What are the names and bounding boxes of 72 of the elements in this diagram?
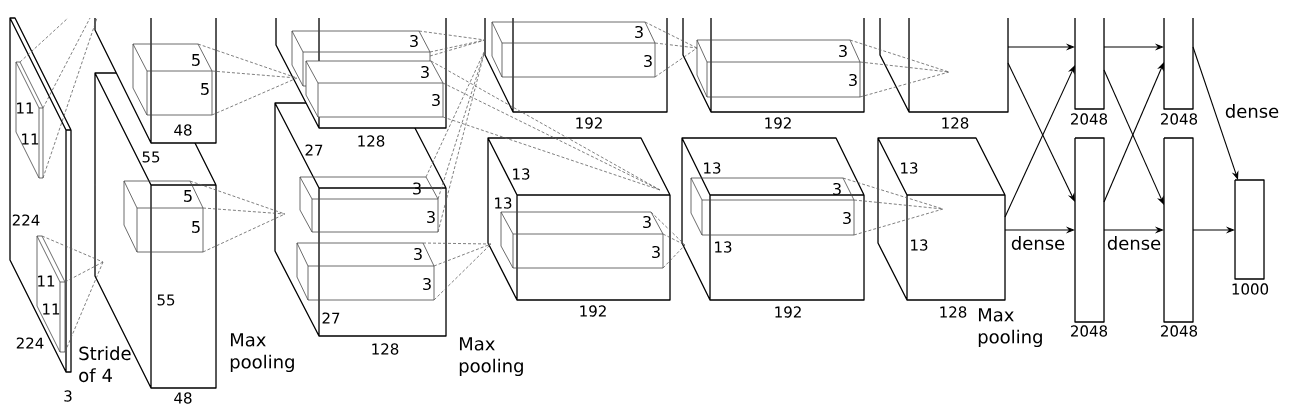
- dimension-label: 3: [414, 247, 422, 261]
- dimension-label: 2048: [1161, 113, 1198, 125]
- dimension-label: 5: [192, 54, 200, 66]
- arrow: [1007, 62, 1075, 202]
- dimension-label: 27: [305, 144, 323, 156]
- dimension-label: 11: [17, 102, 34, 114]
- dimension-label: 192: [576, 117, 602, 129]
- projection-lines: [197, 43, 298, 116]
- dimension-label: 11: [22, 133, 39, 145]
- dimension-label: 2048: [1161, 325, 1198, 337]
- projection-lines: [842, 177, 944, 236]
- dimension-label: 128: [940, 306, 967, 318]
- edge-label: dense: [1009, 235, 1067, 251]
- dimension-label: 13: [704, 162, 721, 174]
- dimension-label: 1000: [1232, 283, 1269, 295]
- dimension-label: 3: [833, 182, 841, 196]
- dimension-label: 3: [849, 73, 857, 87]
- dimension-label: 3: [644, 54, 652, 68]
- dimension-label: 55: [142, 151, 160, 163]
- dimension-label: 192: [580, 305, 606, 317]
- dimension-label: 3: [427, 210, 435, 224]
- projection-lines: [430, 60, 661, 191]
- dimension-label: 2048: [1071, 325, 1108, 337]
- arrow: [1192, 46, 1239, 180]
- dimension-label: 5: [184, 190, 192, 202]
- projection-lines: [849, 39, 950, 98]
- dimension-label: 3: [421, 65, 429, 79]
- projection-lines: [422, 242, 492, 301]
- dimension-label: 3: [432, 93, 440, 107]
- dimension-label: 48: [174, 124, 192, 136]
- dimension-label: 224: [16, 337, 44, 349]
- dimension-label: 192: [775, 306, 801, 318]
- projection-lines: [189, 180, 286, 253]
- dimension-label: 3: [423, 277, 431, 291]
- projection-lines: [644, 21, 698, 78]
- annotation: Max pooling: [459, 337, 523, 377]
- projection-lines: [418, 30, 486, 57]
- annotation: Max pooling: [978, 308, 1042, 348]
- dimension-label: 48: [174, 392, 192, 404]
- dimension-label: 3: [643, 215, 651, 229]
- dimension-label: 3: [410, 34, 418, 48]
- edge-label: dense: [1223, 103, 1281, 119]
- dimension-label: 3: [635, 25, 643, 39]
- dimension-label: 13: [911, 239, 928, 251]
- dimension-label: 13: [715, 241, 732, 253]
- projection-lines: [19, 17, 98, 179]
- dimension-label: 5: [192, 221, 200, 233]
- edge-label: dense: [1105, 235, 1163, 251]
- dimension-label: 3: [64, 390, 72, 402]
- arrow: [1004, 65, 1075, 218]
- dimension-label: 5: [201, 83, 209, 95]
- dimension-label: 55: [157, 294, 175, 306]
- dimension-label: 128: [942, 117, 969, 129]
- dimension-label: 13: [901, 162, 918, 174]
- projection-lines: [650, 211, 686, 269]
- dimension-label: 3: [652, 245, 660, 259]
- dimension-label: 13: [513, 168, 530, 180]
- dimension-label: 13: [495, 197, 512, 209]
- annotation: Max pooling: [230, 333, 294, 373]
- dimension-label: 27: [322, 312, 340, 324]
- dimension-label: 11: [38, 275, 55, 287]
- dimension-label: 128: [358, 135, 385, 147]
- projection-lines: [425, 49, 486, 233]
- dimension-label: 2048: [1071, 113, 1108, 125]
- dimension-label: 11: [43, 303, 60, 315]
- dimension-label: 3: [839, 44, 847, 58]
- dimension-label: 192: [765, 117, 791, 129]
- dimension-label: 128: [372, 343, 399, 355]
- dimension-label: 224: [12, 214, 40, 226]
- annotation: Stride of 4: [79, 346, 131, 383]
- dimension-label: 3: [843, 211, 851, 225]
- projection-lines: [41, 235, 104, 353]
